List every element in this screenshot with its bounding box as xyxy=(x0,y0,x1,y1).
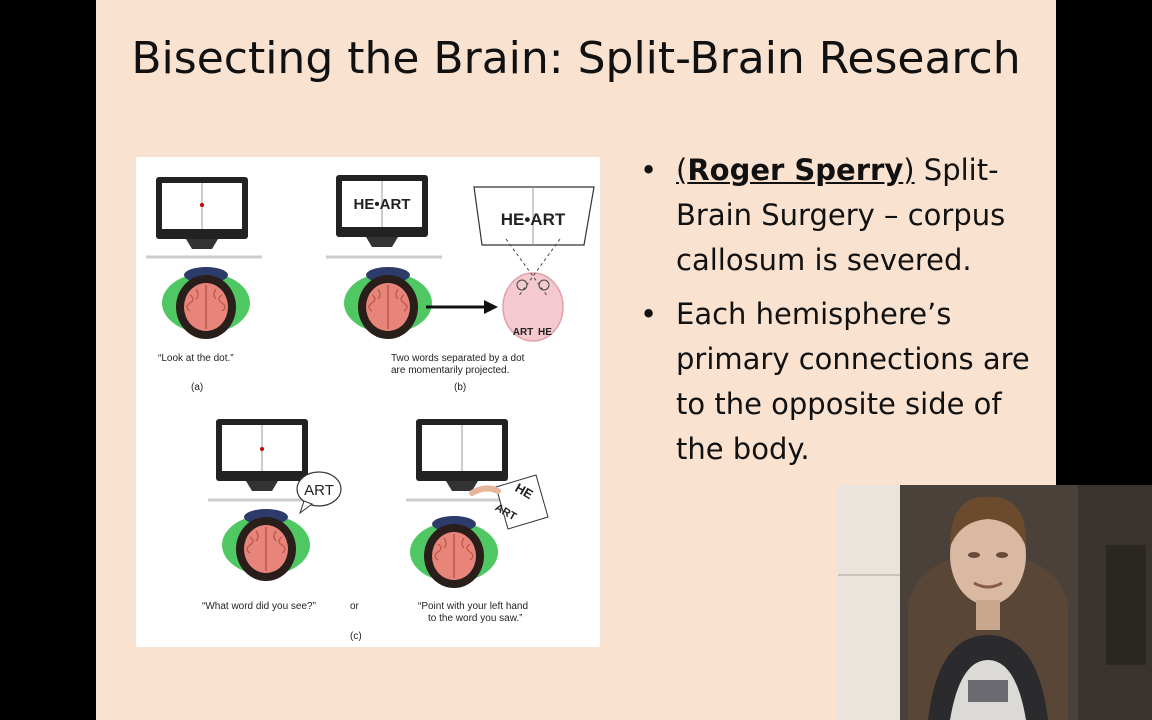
panel-c-right: HE ART “Point with your left hand to the… xyxy=(406,418,549,624)
speaker-citation: (Roger Sperry) xyxy=(676,153,915,187)
panel-b-caption-line2: are momentarily projected. xyxy=(391,365,509,376)
brain-left-label: ART xyxy=(513,327,534,338)
panel-b-letter: (b) xyxy=(454,382,466,393)
bullet-text: Each hemisphere’s primary connections ar… xyxy=(676,297,1030,466)
bullet-glyph: • xyxy=(640,297,658,331)
panel-c-or: or xyxy=(350,601,360,612)
projection-word: HE•ART xyxy=(501,210,566,229)
bullet-text: Split-Brain Surgery – corpus callosum is… xyxy=(676,153,1006,277)
panel-c-caption-left: “What word did you see?” xyxy=(202,601,316,612)
panel-c-caption-right-line1: “Point with your left hand xyxy=(418,601,528,612)
panel-a-caption: “Look at the dot.” xyxy=(158,353,234,364)
bullet-list: • (Roger Sperry) Split-Brain Surgery – c… xyxy=(636,148,1056,481)
slide-title: Bisecting the Brain: Split-Brain Researc… xyxy=(131,33,1021,84)
split-brain-illustration: “Look at the dot.” (a) HE•ART HE•ART A xyxy=(146,174,595,642)
panel-b: HE•ART HE•ART ART HE Two words separated… xyxy=(326,174,595,393)
split-brain-figure: “Look at the dot.” (a) HE•ART HE•ART A xyxy=(136,157,600,647)
close-paren: ) xyxy=(903,153,915,187)
webcam-presenter xyxy=(838,485,1152,720)
speaker-name: Roger Sperry xyxy=(687,153,904,187)
panel-c-caption-right-line2: to the word you saw.” xyxy=(428,613,523,624)
bullet-item-sperry: • (Roger Sperry) Split-Brain Surgery – c… xyxy=(636,148,1056,283)
open-paren: ( xyxy=(676,153,688,187)
brain-right-label: HE xyxy=(538,327,552,338)
speech-bubble-text: ART xyxy=(304,482,334,499)
panel-a-letter: (a) xyxy=(191,382,203,393)
screen-b-word: HE•ART xyxy=(354,196,411,213)
panel-c-left: ART “What word did you see?” or (c) xyxy=(202,418,362,642)
slide: Bisecting the Brain: Split-Brain Researc… xyxy=(96,0,1056,720)
webcam-overlay xyxy=(838,485,1152,720)
bullet-item-hemisphere: • Each hemisphere’s primary connections … xyxy=(636,292,1056,472)
panel-a: “Look at the dot.” (a) xyxy=(146,176,262,393)
bullet-glyph: • xyxy=(640,153,658,187)
panel-b-caption-line1: Two words separated by a dot xyxy=(391,353,525,364)
panel-c-letter: (c) xyxy=(350,631,362,642)
